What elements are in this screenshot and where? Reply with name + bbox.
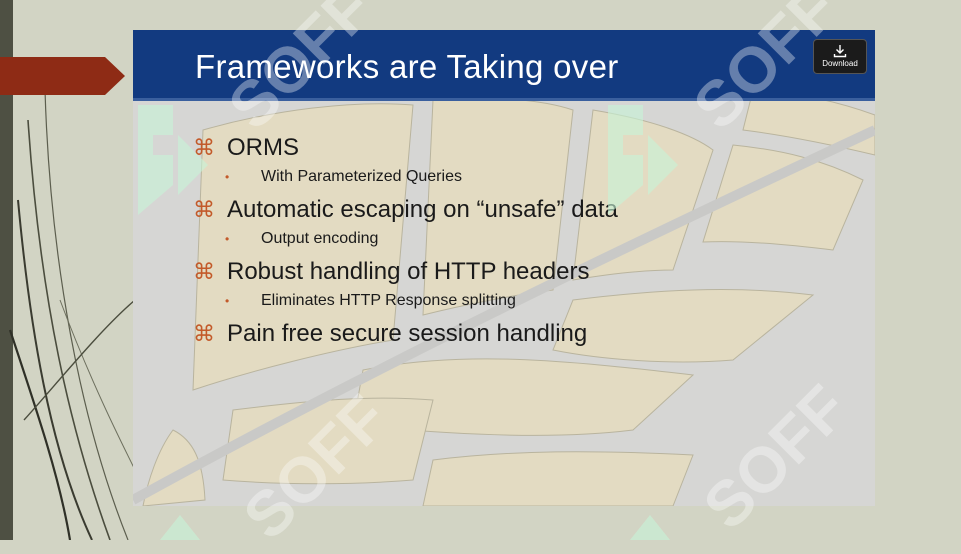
bullet-text: Robust handling of HTTP headers xyxy=(227,258,590,285)
decorative-grass-strands xyxy=(8,89,140,540)
bullet-item: ⌘ Pain free secure session handling xyxy=(193,320,853,351)
bullet-text: ORMS xyxy=(227,134,299,161)
dot-icon: • xyxy=(225,170,230,184)
red-arrow-tab xyxy=(0,57,125,95)
bullet-text: Automatic escaping on “unsafe” data xyxy=(227,196,618,223)
bullet-list: ⌘ ORMS • With Parameterized Queries ⌘ Autom… xyxy=(193,134,853,351)
bullet-item: ⌘ Automatic escaping on “unsafe” data xyxy=(193,196,853,227)
command-key-icon: ⌘ xyxy=(193,259,215,284)
download-icon xyxy=(833,45,847,58)
watermark-logo-icon xyxy=(160,515,200,540)
sub-bullet-item: • Output encoding xyxy=(193,227,853,258)
sub-bullet-text: Eliminates HTTP Response splitting xyxy=(261,292,516,309)
slide-title-bar: Frameworks are Taking over Download xyxy=(133,30,875,101)
sub-bullet-item: • With Parameterized Queries xyxy=(193,165,853,196)
watermark-logo-icon xyxy=(630,515,670,540)
bullet-text: Pain free secure session handling xyxy=(227,320,588,347)
leaf-background xyxy=(133,30,875,506)
dot-icon: • xyxy=(225,232,230,246)
left-dark-stripe xyxy=(0,0,13,540)
sub-bullet-text: With Parameterized Queries xyxy=(261,168,462,185)
bullet-item: ⌘ Robust handling of HTTP headers xyxy=(193,258,853,289)
dot-icon: • xyxy=(225,294,230,308)
command-key-icon: ⌘ xyxy=(193,197,215,222)
download-label: Download xyxy=(822,59,858,68)
command-key-icon: ⌘ xyxy=(193,135,215,160)
sub-bullet-text: Output encoding xyxy=(261,230,379,247)
slide-title: Frameworks are Taking over xyxy=(195,48,619,85)
download-button[interactable]: Download xyxy=(813,39,867,74)
command-key-icon: ⌘ xyxy=(193,321,215,346)
slide-content-image: Frameworks are Taking over Download ⌘ ORM… xyxy=(133,30,875,506)
bullet-item: ⌘ ORMS xyxy=(193,134,853,165)
sub-bullet-item: • Eliminates HTTP Response splitting xyxy=(193,289,853,320)
